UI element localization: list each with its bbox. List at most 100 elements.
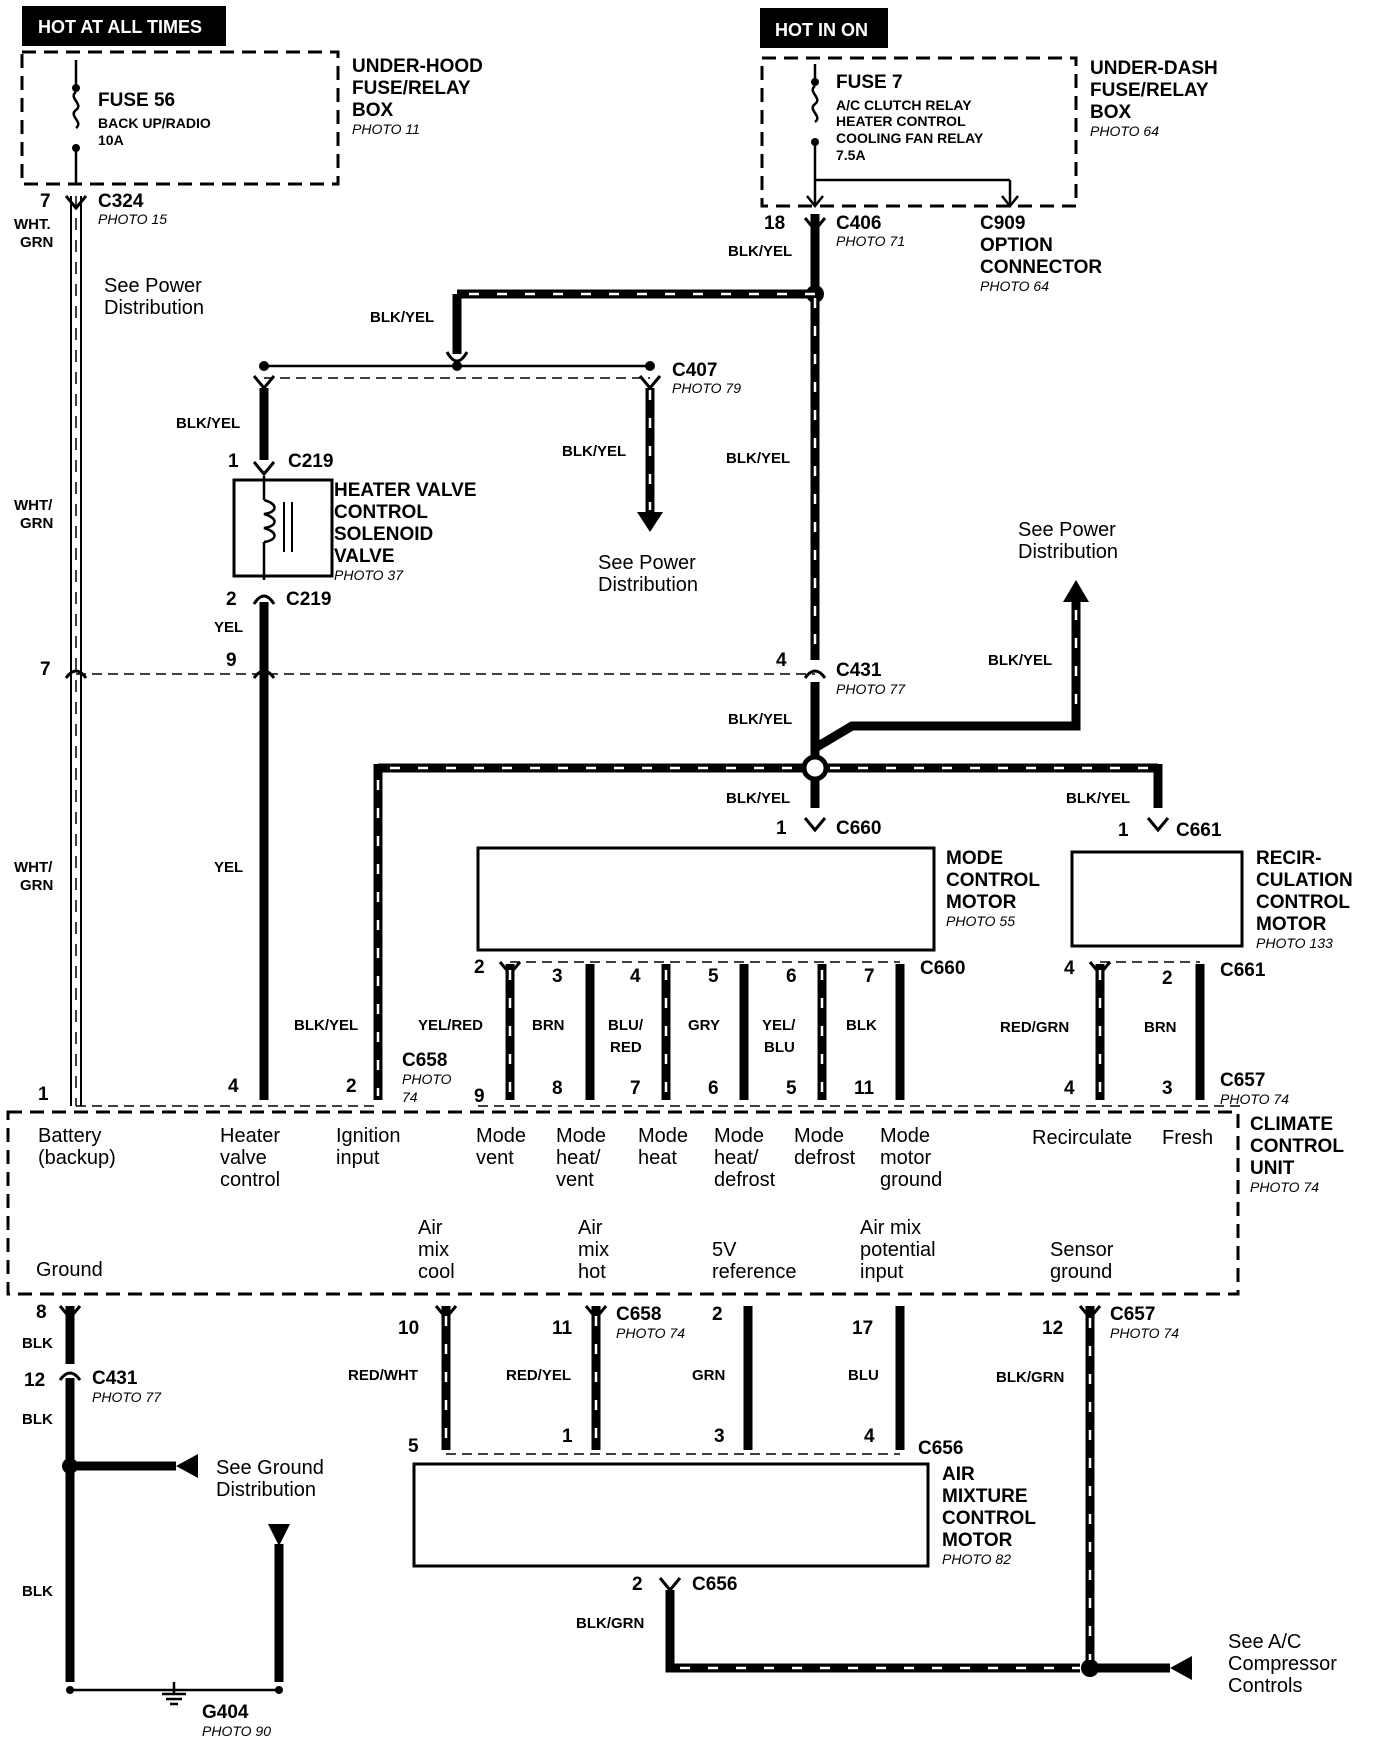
ccu-label-aircool-2: mix [418,1239,449,1261]
underdash-title-2: FUSE/RELAY [1090,80,1209,101]
ccu-label-modevent-2: vent [476,1147,514,1169]
c660-pin-3: 3 [552,966,563,987]
c431-lower-photo: PHOTO 77 [92,1389,162,1405]
ccu-label-heatvent-2: heat/ [556,1147,601,1169]
fuse-7-label: FUSE 7 [836,72,903,93]
see-ac-l1: See A/C [1228,1631,1301,1653]
g404-label: G404 [202,1702,249,1723]
ccu-label-5v-2: reference [712,1261,797,1283]
ccu-label-battery-2: (backup) [38,1147,116,1169]
fuse-7-line1: A/C CLUTCH RELAY [836,97,972,113]
ccu-label-sensorgnd-1: Sensor [1050,1239,1114,1261]
c658-top-photo-a: PHOTO [402,1071,452,1087]
air-mixture-control-motor [412,1462,930,1568]
ccu-label-motorgnd-2: motor [880,1147,931,1169]
air-title-1: AIR [942,1464,975,1485]
see-ground-l2: Distribution [216,1479,316,1501]
wire-label-blu: BLU [848,1367,879,1384]
hot-at-all-times-badge [22,6,226,46]
hot-at-all-times-text: HOT AT ALL TIMES [38,17,202,37]
air-photo: PHOTO 82 [942,1551,1011,1567]
air-title-2: MIXTURE [942,1486,1028,1507]
c909-photo: PHOTO 64 [980,278,1049,294]
fuse-56-desc: BACK UP/RADIO [98,115,211,131]
c431-pin-4: 4 [776,650,787,671]
c407-label: C407 [672,360,717,381]
wire-label-blu-red-a: BLU/ [608,1017,644,1034]
c219-pin-2: 2 [226,589,237,610]
ccu-bottom-labels: Ground Air mix cool Air mix hot 5V refer… [36,1217,1114,1283]
c660-top-label: C660 [836,818,881,839]
mode-title-1: MODE [946,848,1003,869]
c324-label: C324 [98,191,144,212]
wire-label-yel-2: YEL [214,859,243,876]
ccu-label-motorgnd-3: ground [880,1169,942,1191]
underdash-fuse-box [760,56,1078,208]
ccu-photo: PHOTO 74 [1250,1179,1319,1195]
c909-label-1: C909 [980,213,1025,234]
c656-pin-3: 3 [714,1426,725,1447]
c431-photo: PHOTO 77 [836,681,906,697]
c656-pin-2: 2 [632,1574,643,1595]
c658-pin-7: 7 [630,1078,641,1099]
ccu-label-ground: Ground [36,1259,103,1281]
wire-label-wht-grn-3a: WHT/ [14,859,53,876]
fuse-56-label: FUSE 56 [98,90,175,111]
wire-label-blk-yel-3: BLK/YEL [726,450,790,467]
wht-grn-wire [70,196,82,1106]
ccu-label-modeheat-1: Mode [638,1125,688,1147]
wire-label-red-grn: RED/GRN [1000,1019,1069,1036]
wire-label-wht-grn-2a: WHT/ [14,497,53,514]
ccu-label-potential-2: potential [860,1239,936,1261]
c660-pin-7: 7 [864,966,875,987]
ccu-label-potential-3: input [860,1261,904,1283]
ccu-label-airhot-3: hot [578,1261,606,1283]
blk-yel-to-power-3 [812,600,1081,752]
mode-title-3: MOTOR [946,892,1017,913]
wire-label-blk-yel-6: BLK/YEL [728,711,792,728]
c324-photo: PHOTO 15 [98,211,167,227]
heater-title-2: CONTROL [334,502,428,523]
underhood-title-2: FUSE/RELAY [352,78,471,99]
recirc-title-1: RECIR- [1256,848,1321,869]
ccu-label-defrost-1: Mode [794,1125,844,1147]
c661-bottom-label: C661 [1220,960,1266,981]
fuse-56-amp: 10A [98,132,124,148]
c407-photo: PHOTO 79 [672,380,741,396]
heater-title-4: VALVE [334,546,395,567]
wire-label-yel-1: YEL [214,619,243,636]
c909-label-3: CONNECTOR [980,257,1102,278]
c661-pin-2: 2 [1162,968,1173,989]
wire-label-yel-blu-a: YEL/ [762,1017,796,1034]
c657-pin-4: 4 [1064,1078,1075,1099]
ccu-label-heater-3: control [220,1169,280,1191]
c406-pin-18: 18 [764,213,785,234]
c658-top-label: C658 [402,1050,447,1071]
underhood-title-1: UNDER-HOOD [352,56,483,77]
c219-pin-1: 1 [228,451,239,472]
wire-label-blk-yel-5: BLK/YEL [176,415,240,432]
wire-label-wht-grn-1b: GRN [20,234,53,251]
c657-lower-label: C657 [1110,1304,1155,1325]
g404-photo: PHOTO 90 [202,1723,271,1739]
c660-pin-1: 1 [776,818,787,839]
c658-pin-17: 17 [852,1318,873,1339]
see-ac-l3: Controls [1228,1675,1302,1697]
c660-pin-4: 4 [630,966,641,987]
c656-pin-5: 5 [408,1436,419,1457]
wire-label-blk-grn-1: BLK/GRN [996,1369,1064,1386]
c656-bottom-label: C656 [692,1574,737,1595]
ccu-label-airhot-1: Air [578,1217,603,1239]
c324-pin-7: 7 [40,191,51,212]
c657-pin-12: 12 [1042,1318,1063,1339]
c656-pin-4: 4 [864,1426,875,1447]
wire-label-wht-grn-1a: WHT. [14,216,51,233]
ccu-title-2: CONTROL [1250,1136,1344,1157]
ccu-label-recirculate: Recirculate [1032,1127,1132,1149]
mode-title-2: CONTROL [946,870,1040,891]
wire-label-blk-yel-8: BLK/YEL [726,790,790,807]
ccu-pin-4: 4 [228,1076,239,1097]
wire-label-blk-4: BLK [22,1583,53,1600]
ccu-top-labels: Battery (backup) Heater valve control Ig… [38,1125,1213,1191]
